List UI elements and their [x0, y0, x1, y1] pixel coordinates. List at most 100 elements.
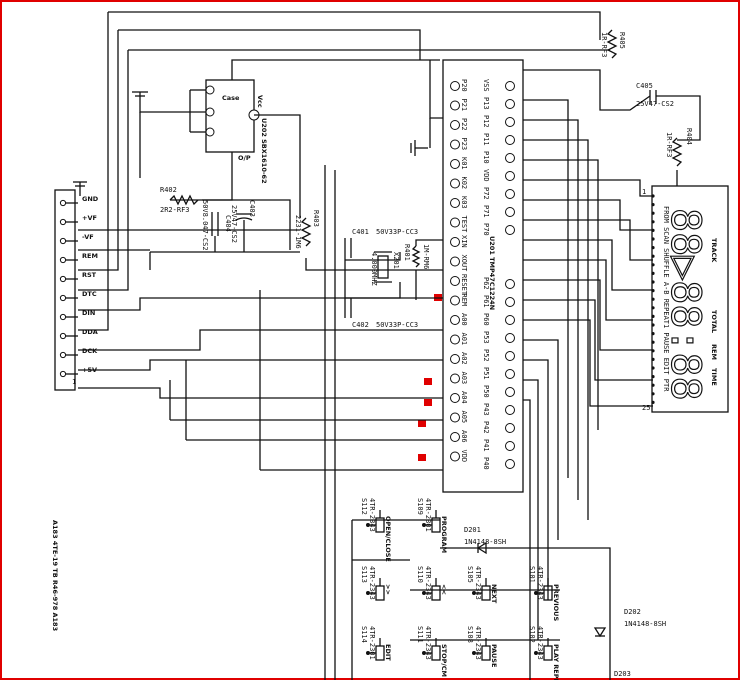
mcu-left-pin	[450, 256, 460, 267]
connector-pin	[59, 256, 67, 264]
wire	[523, 279, 653, 351]
ground-symbol-u202	[132, 91, 148, 104]
u202-pin-op: O/P	[238, 154, 251, 162]
vfd-pin	[651, 306, 655, 310]
mcu-left-pin-label: P23	[460, 138, 468, 151]
mcu-right-pin-label: P41	[482, 439, 490, 452]
wire	[139, 104, 206, 113]
connector-pin-label: -VF	[82, 233, 94, 241]
mcu-left-pin-label: P21	[460, 99, 468, 112]
wire	[78, 50, 129, 291]
mcu-left-pin	[450, 373, 460, 384]
mcu-left-pin	[450, 393, 460, 403]
mcu-right-pin-label: P42	[482, 421, 490, 434]
mcu-left-pin	[450, 178, 460, 189]
wire	[523, 199, 653, 231]
mcu-right-pin	[505, 369, 515, 379]
wire	[523, 319, 653, 407]
svg-text:25V47-CS2: 25V47-CS2	[636, 100, 674, 108]
mcu-left-pin	[450, 120, 460, 130]
svg-text:D202: D202	[624, 608, 641, 616]
connector-pin	[59, 370, 67, 378]
mcu-right-pin	[505, 333, 515, 343]
vfd-pin	[651, 246, 655, 250]
wire	[523, 119, 579, 500]
capacitor-c402: C402 50V33P-CC3	[344, 298, 418, 329]
mcu-left-pin-label: K03	[460, 196, 468, 209]
vfd-status-text: FROM SCAN SHUFFLE A-B REPEAT1 PAUSE EDIT…	[662, 206, 670, 392]
ground-symbol-connector	[73, 181, 87, 196]
wire	[231, 59, 440, 80]
mcu-right-pin-label: P53	[482, 331, 490, 344]
marker-4	[418, 420, 426, 427]
vfd-pin	[651, 263, 655, 267]
mcu-left-pin-label: A03	[460, 372, 468, 385]
wire	[170, 152, 233, 201]
mcu-right-pin-label: P43	[482, 403, 490, 416]
vfd-pin	[651, 357, 655, 361]
svg-text:R403: R403	[312, 210, 320, 227]
mcu-left-pin	[450, 237, 460, 247]
connector-pin-label: RST	[82, 271, 97, 279]
mcu-left-pin	[450, 354, 460, 364]
connector-pin	[59, 351, 67, 359]
connector-pin	[59, 332, 67, 340]
switch-ref: S102	[528, 626, 536, 643]
switch-ref: S101	[528, 566, 536, 583]
switch-part: 4TR-2343	[368, 498, 376, 532]
mcu-left-pin	[450, 159, 460, 169]
marker-2	[424, 378, 432, 385]
capacitor-c404: 50V8.047-CS2 C404	[201, 200, 232, 251]
mcu-right-pin	[505, 297, 515, 307]
svg-text:1N4148-8SH: 1N4148-8SH	[624, 620, 666, 628]
wire	[429, 60, 443, 119]
wire	[523, 259, 653, 321]
mcu-right-pin	[505, 189, 515, 199]
vfd-digits: 88▷88:88	[662, 208, 708, 401]
wire	[78, 297, 443, 311]
mcu-right-pin-label: P40	[482, 457, 490, 470]
vfd-pin	[651, 203, 655, 207]
svg-text:C401: C401	[352, 228, 369, 236]
wire	[523, 399, 531, 680]
svg-text:50V33P-CC3: 50V33P-CC3	[376, 321, 418, 329]
mcu-right-pin	[505, 405, 515, 415]
wire	[523, 359, 549, 600]
mcu-right-pin-label: P60	[482, 313, 490, 326]
svg-text:25: 25	[642, 404, 650, 412]
mcu-left-pin	[450, 412, 460, 423]
mcu-left-pin-label: K02	[460, 177, 468, 190]
capacitor-c403: 25V47-CS2 C403	[230, 200, 256, 243]
mcu-right-pin	[505, 99, 515, 109]
switch-label: PAUSE	[490, 644, 498, 667]
diode-d203-label: D203	[614, 670, 631, 678]
mcu-left-pin	[450, 432, 460, 442]
switch-ref: S105	[466, 566, 474, 583]
wire	[345, 252, 401, 261]
switch-part: 4TR-2301	[368, 626, 376, 660]
vfd-pin	[651, 297, 655, 301]
mcu-left-pin-label: XIN	[460, 235, 468, 248]
svg-text:C403: C403	[248, 200, 256, 217]
mcu-right-pin	[505, 315, 515, 325]
switch-part: 4TR-2343	[536, 626, 544, 660]
connector-pin	[59, 275, 67, 283]
mcu-left-pin-label: P20	[460, 79, 468, 92]
mcu-right-pin-label: P71	[482, 205, 490, 218]
capacitor-c401: C401 50V33P-CC3	[344, 228, 418, 258]
marker-3	[424, 399, 432, 406]
mcu-right-pin-label: P10	[482, 151, 490, 164]
mcu-left-pin	[450, 295, 460, 306]
mcu-left-pin	[450, 276, 460, 286]
connector-pin-label: REM	[82, 252, 98, 260]
svg-text:R402: R402	[160, 186, 177, 194]
connector-pin-label: DIN	[82, 309, 95, 317]
wire	[118, 29, 421, 60]
mcu-right-pin-label: P13	[482, 97, 490, 110]
